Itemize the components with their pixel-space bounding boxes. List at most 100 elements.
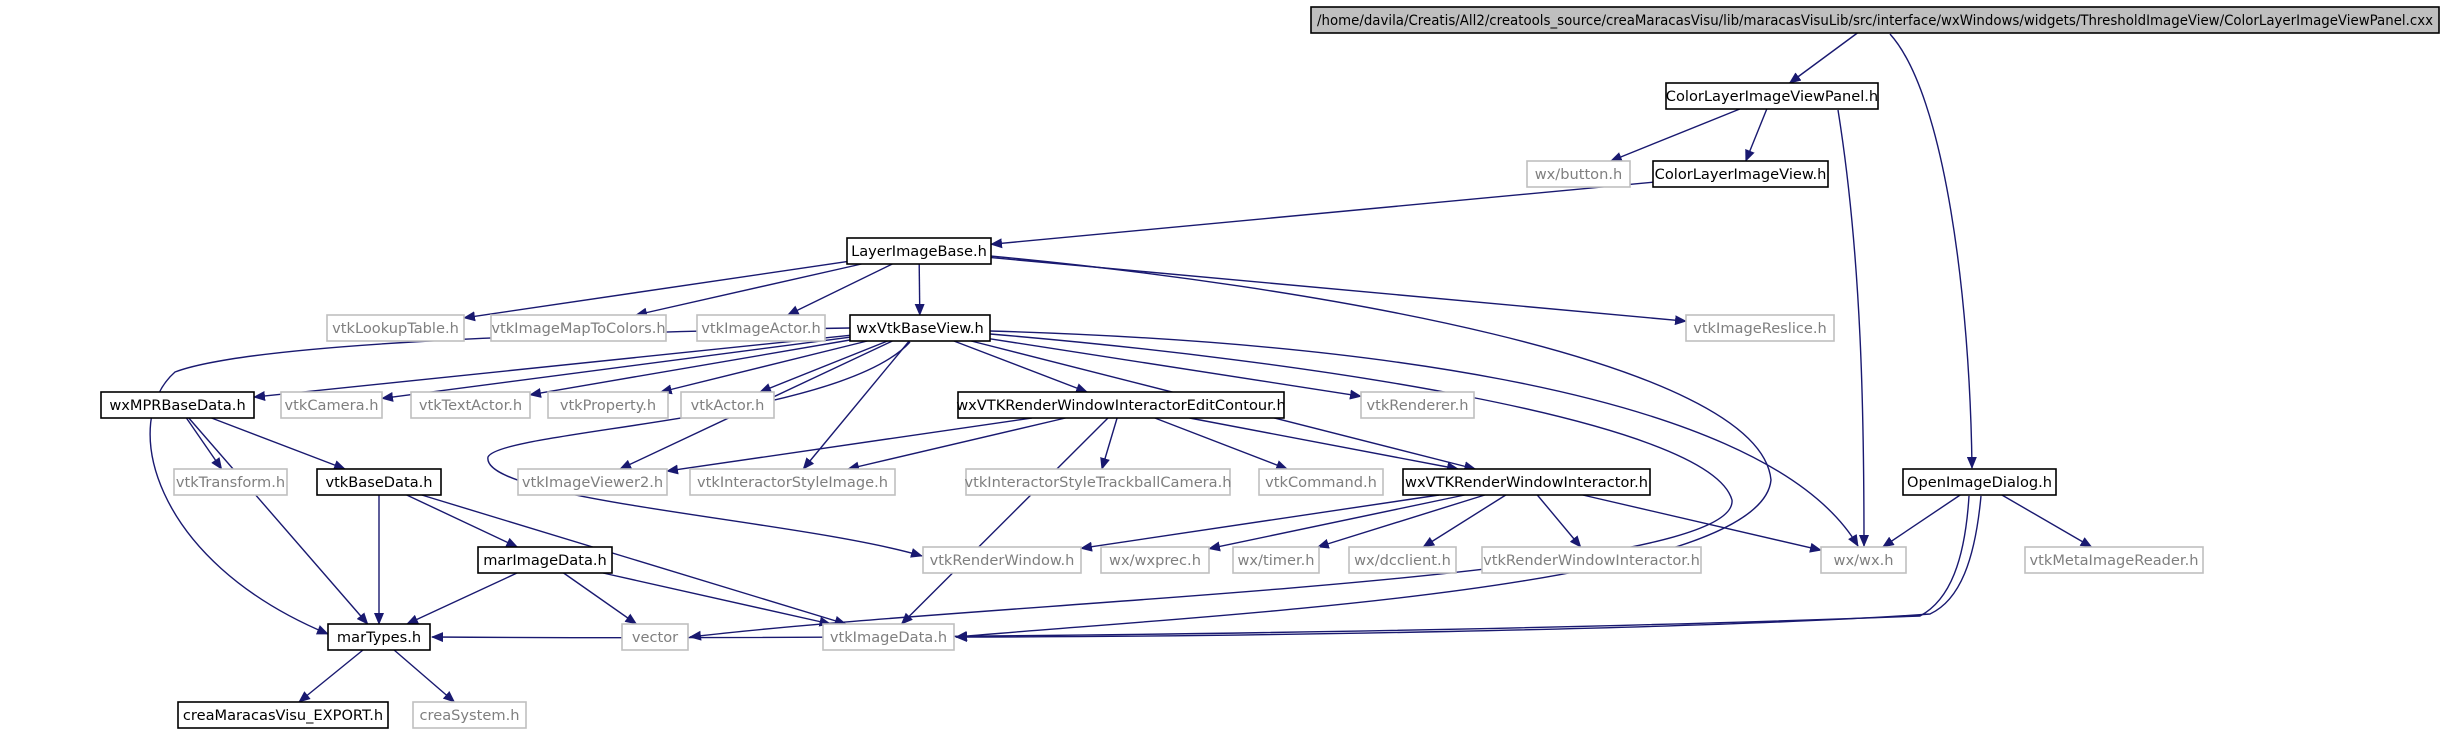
edge-edit-to-command xyxy=(1154,417,1289,470)
node-actor: vtkActor.h xyxy=(680,391,775,419)
node-metareader: vtkMetaImageReader.h xyxy=(2024,546,2204,574)
node-trackball: vtkInteractorStyleTrackballCamera.h xyxy=(965,468,1232,496)
edge-lib-to-imagedata xyxy=(955,255,1772,641)
edge-wxvtkbv-to-edit xyxy=(953,340,1089,393)
node-export[interactable]: creaMaracasVisu_EXPORT.h xyxy=(177,701,389,729)
node-box xyxy=(477,546,613,574)
edge-wxvtkbv-to-camera xyxy=(381,336,851,402)
edge-martypes-to-export xyxy=(298,649,364,703)
edge-root-to-clivp xyxy=(1788,32,1858,84)
node-label: creaMaracasVisu_EXPORT.h xyxy=(183,707,383,724)
node-label: vtkRenderWindowInteractor.h xyxy=(1483,552,1700,569)
node-box xyxy=(957,391,1285,419)
edge-oid-to-martypes xyxy=(431,495,1970,643)
node-label: vtkInteractorStyleImage.h xyxy=(697,474,888,491)
edge-rwi-to-wxprec xyxy=(1208,494,1465,552)
node-box xyxy=(326,314,465,342)
edge-mpr-to-transform xyxy=(185,417,223,470)
node-label: vtkCamera.h xyxy=(285,397,379,414)
node-wxvtkbv[interactable]: wxVtkBaseView.h xyxy=(849,314,991,342)
node-label: wxVTKRenderWindowInteractor.h xyxy=(1405,474,1648,491)
node-martypes[interactable]: marTypes.h xyxy=(327,623,431,651)
node-label: LayerImageBase.h xyxy=(851,243,987,260)
edge-wxvtkbv-to-mpr xyxy=(253,334,851,401)
node-label: wxVTKRenderWindowInteractorEditContour.h xyxy=(956,397,1285,414)
node-label: marTypes.h xyxy=(337,629,421,646)
edges-layer xyxy=(149,32,2093,703)
node-label: vtkTransform.h xyxy=(176,474,285,491)
edge-wxvtkbv-to-styleimg xyxy=(802,340,910,470)
node-viewer2: vtkImageViewer2.h xyxy=(517,468,668,496)
node-command: vtkCommand.h xyxy=(1258,468,1384,496)
edge-edit-to-viewer2 xyxy=(666,417,1032,475)
node-vtkrwi: vtkRenderWindowInteractor.h xyxy=(1481,546,1702,574)
node-box xyxy=(1310,6,2440,34)
node-label: wxVtkBaseView.h xyxy=(856,320,983,337)
node-mpr[interactable]: wxMPRBaseData.h xyxy=(100,391,255,419)
node-box xyxy=(100,391,255,419)
node-box xyxy=(1820,546,1907,574)
edge-oid-to-wx xyxy=(1881,494,1961,548)
edge-wxvtkbv-to-property xyxy=(659,340,868,395)
node-oid[interactable]: OpenImageDialog.h xyxy=(1902,468,2057,496)
node-box xyxy=(822,623,955,651)
edge-martypes-to-crsys xyxy=(393,649,456,703)
node-clivp[interactable]: ColorLayerImageViewPanel.h xyxy=(1665,82,1879,110)
edge-wxvtkbv-to-wx xyxy=(989,330,1859,547)
edge-cliv-to-lib xyxy=(990,181,1654,249)
edge-rwi-to-renwin xyxy=(1080,494,1440,552)
node-box xyxy=(1665,82,1879,110)
edge-clivp-to-cliv xyxy=(1745,108,1768,162)
node-transform: vtkTransform.h xyxy=(173,468,288,496)
node-label: wx/wx.h xyxy=(1834,552,1894,569)
node-box xyxy=(1258,468,1384,496)
edge-rwi-to-timer xyxy=(1316,494,1486,549)
edge-marimg-to-imagedata xyxy=(602,572,832,627)
edge-edit-to-rwi xyxy=(1189,417,1459,472)
edge-oid-to-metareader xyxy=(2001,494,2093,548)
node-label: ColorLayerImageView.h xyxy=(1655,166,1827,183)
node-cliv[interactable]: ColorLayerImageView.h xyxy=(1652,160,1829,188)
edge-lib-to-imactor xyxy=(786,263,893,316)
node-root[interactable]: /home/davila/Creatis/All2/creatools_sour… xyxy=(1310,6,2440,34)
node-label: ColorLayerImageViewPanel.h xyxy=(1666,88,1878,105)
node-box xyxy=(1402,468,1651,496)
node-textactor: vtkTextActor.h xyxy=(410,391,531,419)
edge-marimg-to-martypes xyxy=(406,572,518,625)
edge-lib-to-wxvtkbv xyxy=(914,263,925,316)
node-box xyxy=(2024,546,2204,574)
node-edit[interactable]: wxVTKRenderWindowInteractorEditContour.h xyxy=(956,391,1286,419)
edge-edit-to-imagedata xyxy=(900,417,1109,625)
node-vector: vector xyxy=(621,623,689,651)
node-wxprec: wx/wxprec.h xyxy=(1100,546,1210,574)
node-lib[interactable]: LayerImageBase.h xyxy=(846,237,992,265)
node-renderer: vtkRenderer.h xyxy=(1360,391,1475,419)
node-label: wx/dcclient.h xyxy=(1354,552,1451,569)
edge-mpr-to-martypes xyxy=(188,417,369,625)
node-label: vtkImageMapToColors.h xyxy=(491,320,665,337)
node-label: creaSystem.h xyxy=(420,707,520,724)
edge-wxvtkbv-to-vector xyxy=(689,333,1733,641)
node-box xyxy=(327,623,431,651)
node-rwi[interactable]: wxVTKRenderWindowInteractor.h xyxy=(1402,468,1651,496)
node-basedata[interactable]: vtkBaseData.h xyxy=(316,468,442,496)
edge-edit-to-styleimg xyxy=(847,417,1066,472)
edge-clivp-to-wx xyxy=(1837,109,1869,547)
node-label: vtkActor.h xyxy=(691,397,765,414)
node-renwin: vtkRenderWindow.h xyxy=(922,546,1082,574)
node-label: vtkMetaImageReader.h xyxy=(2030,552,2199,569)
node-label: vtkRenderWindow.h xyxy=(930,552,1075,569)
node-label: wxMPRBaseData.h xyxy=(109,397,245,414)
node-lut: vtkLookupTable.h xyxy=(326,314,465,342)
node-box xyxy=(846,237,992,265)
node-box xyxy=(689,468,896,496)
node-wx: wx/wx.h xyxy=(1820,546,1907,574)
node-marimg[interactable]: marImageData.h xyxy=(477,546,613,574)
node-reslice: vtkImageReslice.h xyxy=(1685,314,1835,342)
node-box xyxy=(547,391,669,419)
edge-marimg-to-vector xyxy=(563,572,638,625)
edge-basedata-to-marimg xyxy=(406,494,519,548)
edge-wxvtkbv-to-actor xyxy=(759,340,888,393)
node-box xyxy=(316,468,442,496)
node-label: /home/davila/Creatis/All2/creatools_sour… xyxy=(1317,12,2433,29)
